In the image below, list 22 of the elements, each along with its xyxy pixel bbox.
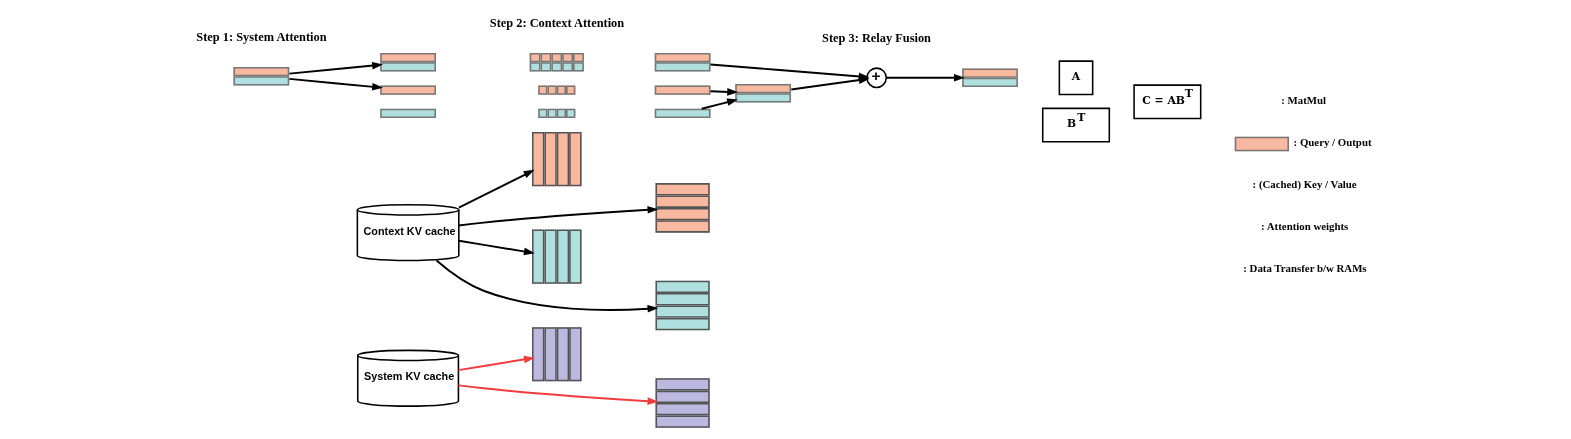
arrow	[789, 76, 870, 91]
node-circle: +	[865, 67, 887, 89]
label: Step 3: Relay Fusion	[821, 31, 931, 46]
legend-label: : Attention weights	[1260, 219, 1348, 232]
arrow	[709, 88, 738, 96]
legend-label: : (Cached) Key / Value	[1252, 177, 1357, 190]
node-box: A	[1058, 60, 1093, 96]
label: Step 1: System Attention	[195, 30, 327, 45]
legend-label: : Query / Output	[1293, 136, 1372, 149]
arrow	[700, 98, 738, 110]
arrow	[457, 384, 658, 405]
legend-label: : MatMul	[1280, 94, 1326, 107]
label: Step 2: Context Attention	[489, 16, 624, 31]
legend-label: : Data Transfer b/w RAMs	[1242, 261, 1367, 274]
arrow	[287, 61, 383, 75]
arrow	[457, 355, 535, 372]
arrow	[457, 239, 535, 256]
arrow	[457, 206, 658, 227]
arrow	[885, 74, 965, 82]
arrow	[435, 259, 658, 313]
arrow	[457, 169, 535, 209]
arrow	[287, 77, 383, 91]
